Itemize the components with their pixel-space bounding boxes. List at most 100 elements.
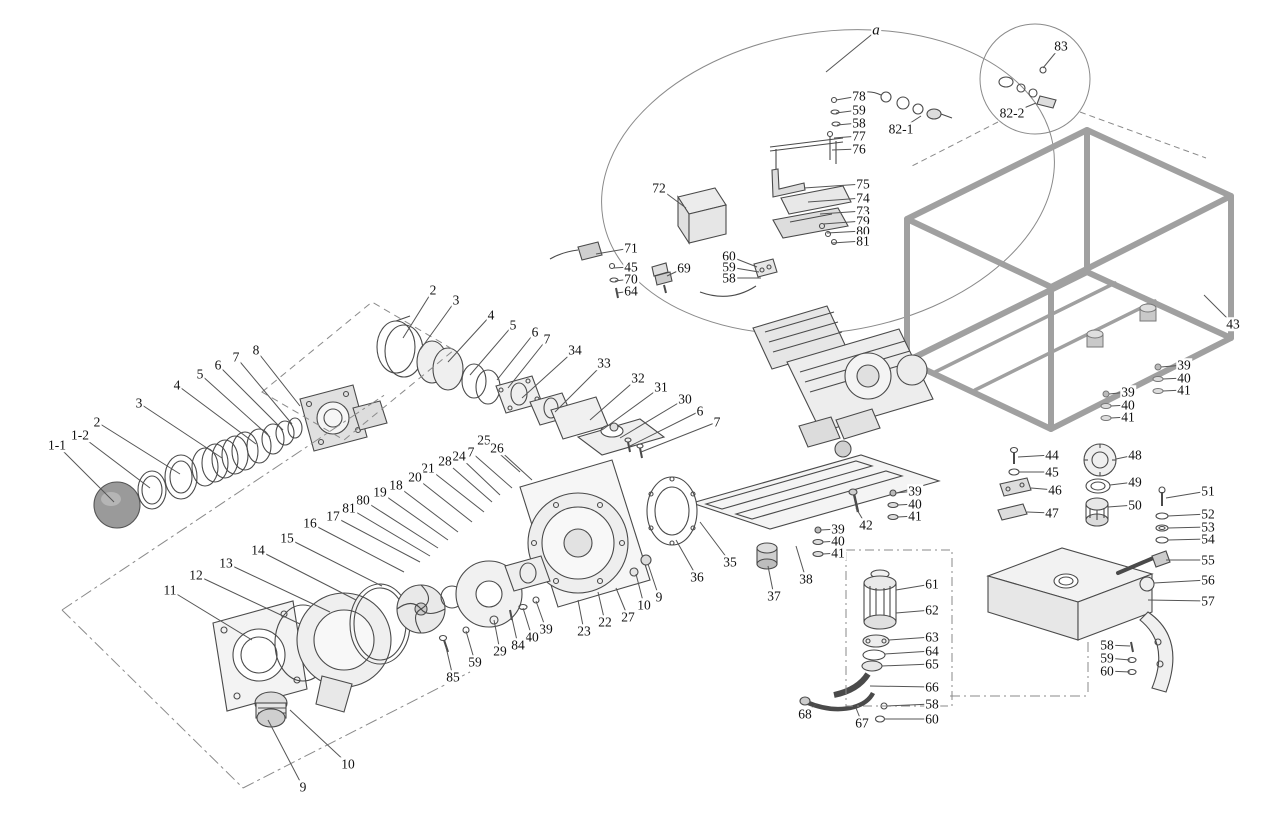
leader-line <box>496 331 536 381</box>
callout-42: 42 <box>858 517 874 533</box>
pump-housing-art <box>519 459 698 608</box>
callout-67: 67 <box>854 715 870 731</box>
leader-line <box>379 491 449 541</box>
callout-59: 59 <box>851 102 867 118</box>
base-art <box>690 454 941 570</box>
callout-5: 5 <box>195 366 205 382</box>
callout-39: 39 <box>907 483 923 499</box>
leader-line <box>235 356 293 425</box>
leader-line <box>217 364 284 431</box>
callout-35: 35 <box>722 554 738 570</box>
callout-27: 27 <box>620 609 636 625</box>
callout-49: 49 <box>1127 474 1143 490</box>
callout-5: 5 <box>508 317 518 333</box>
callout-40: 40 <box>524 629 540 645</box>
callout-3: 3 <box>451 292 461 308</box>
leader-line <box>1153 579 1209 584</box>
callout-a: a <box>871 22 881 39</box>
callout-23: 23 <box>576 623 592 639</box>
callout-51: 51 <box>1200 483 1216 499</box>
callout-72: 72 <box>651 180 667 196</box>
pump-lower-chain-art <box>212 555 551 728</box>
callout-39: 39 <box>538 621 554 637</box>
leader-line <box>332 515 421 563</box>
callout-45: 45 <box>623 259 639 275</box>
callout-16: 16 <box>302 515 318 531</box>
callout-57: 57 <box>1200 593 1216 609</box>
callout-4: 4 <box>172 377 182 393</box>
callout-18: 18 <box>388 477 404 493</box>
callout-68: 68 <box>797 706 813 722</box>
leader-line <box>825 30 877 73</box>
leader-line <box>469 324 514 376</box>
callout-58: 58 <box>1099 637 1115 653</box>
callout-60: 60 <box>924 711 940 727</box>
callout-36: 36 <box>689 569 705 585</box>
callout-48: 48 <box>1127 447 1143 463</box>
callout-40: 40 <box>1176 370 1192 386</box>
callout-56: 56 <box>1200 572 1216 588</box>
fuel-tank-art <box>986 443 1174 693</box>
callout-6: 6 <box>213 357 223 373</box>
callout-25: 25 <box>476 432 492 448</box>
callout-7: 7 <box>466 444 476 460</box>
callout-21: 21 <box>420 460 436 476</box>
callout-9: 9 <box>654 589 664 605</box>
callout-71: 71 <box>623 240 639 256</box>
callout-60: 60 <box>1099 663 1115 679</box>
callout-6: 6 <box>530 324 540 340</box>
callout-44: 44 <box>1044 447 1060 463</box>
leader-line <box>869 685 933 688</box>
callout-43: 43 <box>1225 316 1241 332</box>
leader-line <box>444 460 493 503</box>
callout-39: 39 <box>1120 384 1136 400</box>
callout-22: 22 <box>597 614 613 630</box>
leader-line <box>138 402 223 459</box>
callout-8: 8 <box>251 342 261 358</box>
callout-62: 62 <box>924 602 940 618</box>
leader-line <box>601 386 662 431</box>
callout-45: 45 <box>1044 464 1060 480</box>
callout-32: 32 <box>630 370 646 386</box>
callout-34: 34 <box>567 342 583 358</box>
leader-line <box>629 410 701 447</box>
callout-82-2: 82-2 <box>998 105 1026 121</box>
leader-line <box>255 349 301 407</box>
callout-1-1: 1-1 <box>47 437 67 453</box>
detail-parts-art <box>549 66 1057 299</box>
callout-69: 69 <box>676 260 692 276</box>
callout-85: 85 <box>445 669 461 685</box>
callout-7: 7 <box>542 331 552 347</box>
callout-33: 33 <box>596 355 612 371</box>
leader-line <box>225 562 331 613</box>
boundary-lines <box>61 301 1089 789</box>
callout-4: 4 <box>486 307 496 323</box>
callout-7: 7 <box>712 414 722 430</box>
leader-line <box>348 507 431 557</box>
callout-2: 2 <box>428 282 438 298</box>
leader-line <box>309 522 405 573</box>
callout-37: 37 <box>766 588 782 604</box>
frame-art <box>904 127 1234 432</box>
leader-line <box>195 574 301 625</box>
callout-11: 11 <box>162 582 178 598</box>
leader-line <box>881 663 933 667</box>
callout-83: 83 <box>1053 38 1069 54</box>
callout-64: 64 <box>623 283 639 299</box>
callout-41: 41 <box>907 508 923 524</box>
leader-line <box>402 289 434 339</box>
leader-line <box>1147 599 1209 602</box>
leader-line <box>56 444 115 503</box>
callout-2: 2 <box>92 414 102 430</box>
callout-41: 41 <box>1120 409 1136 425</box>
callout-41: 41 <box>830 545 846 561</box>
callout-70: 70 <box>623 271 639 287</box>
callout-55: 55 <box>1200 552 1216 568</box>
callout-15: 15 <box>279 530 295 546</box>
callout-59: 59 <box>1099 650 1115 666</box>
callout-84: 84 <box>510 637 526 653</box>
leader-line <box>427 467 485 513</box>
leader-line <box>96 421 181 475</box>
callout-13: 13 <box>218 555 234 571</box>
